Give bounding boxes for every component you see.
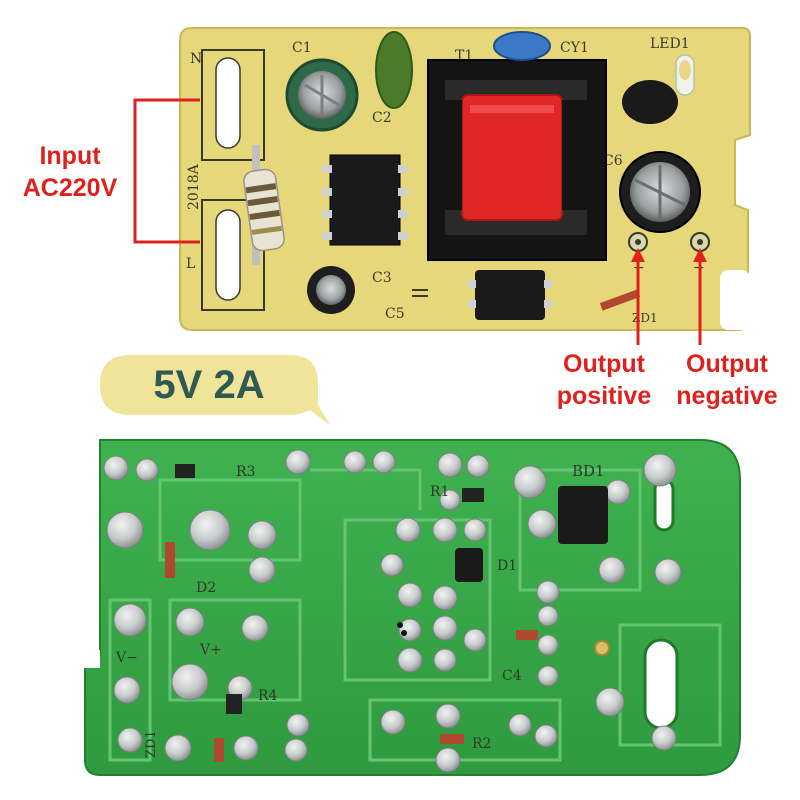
fuse-resistor bbox=[243, 145, 285, 265]
rating-badge-text: 5V 2A bbox=[153, 362, 265, 407]
silk-c3: C3 bbox=[372, 270, 392, 286]
silk-zd1-bottom: ZD1 bbox=[144, 730, 159, 758]
ic-chip-top bbox=[322, 154, 408, 246]
silk-d1: D1 bbox=[497, 558, 517, 574]
smd-components bbox=[165, 464, 610, 762]
zener-diode-top bbox=[599, 289, 641, 311]
capacitor-c3 bbox=[307, 266, 355, 314]
silk-bd1: BD1 bbox=[572, 462, 605, 480]
rating-badge bbox=[100, 355, 330, 425]
silk-n: N bbox=[190, 51, 202, 67]
silk-cy1: CY1 bbox=[560, 40, 589, 56]
output-negative-line2: negative bbox=[676, 382, 778, 410]
silk-v-minus: V− bbox=[115, 650, 138, 666]
capacitor-c2 bbox=[375, 31, 413, 109]
silk-d2: D2 bbox=[196, 580, 216, 596]
silk-r2: R2 bbox=[472, 736, 491, 752]
input-annotation-line1: Input bbox=[39, 142, 101, 170]
input-bracket bbox=[133, 98, 200, 244]
silk-c5: C5 bbox=[385, 306, 405, 322]
capacitor-cy1 bbox=[493, 31, 551, 61]
transformer-t1 bbox=[427, 59, 607, 261]
silk-l: L bbox=[186, 256, 195, 272]
silk-zd1-top: ZD1 bbox=[632, 311, 658, 325]
output-positive-line1: Output bbox=[563, 350, 645, 378]
silk-v-plus: V+ bbox=[199, 642, 222, 658]
silk-r4: R4 bbox=[258, 688, 278, 704]
diode-blob-top bbox=[622, 80, 678, 124]
capacitor-c5-symbol bbox=[412, 289, 428, 297]
output-negative-arrow bbox=[693, 248, 707, 345]
bottom-pcb-board bbox=[78, 439, 741, 776]
silk-c4: C4 bbox=[502, 668, 522, 684]
output-positive-arrow bbox=[631, 248, 645, 345]
output-negative-annotation: Output negative bbox=[664, 348, 790, 412]
silk-c2: C2 bbox=[372, 110, 392, 126]
silk-r1: R1 bbox=[430, 484, 449, 500]
silk-board-code: 2018A bbox=[186, 163, 202, 210]
output-negative-line1: Output bbox=[686, 350, 768, 378]
silk-c6: C6 bbox=[603, 153, 623, 169]
silk-c1: C1 bbox=[292, 40, 312, 56]
bridge-chip-top bbox=[468, 270, 552, 320]
input-annotation: Input AC220V bbox=[10, 140, 130, 204]
capacitor-c1 bbox=[285, 58, 359, 132]
led bbox=[675, 54, 695, 96]
silk-led1: LED1 bbox=[650, 36, 690, 52]
capacitor-c6 bbox=[619, 151, 701, 233]
output-positive-annotation: Output positive bbox=[545, 348, 663, 412]
input-annotation-line2: AC220V bbox=[22, 174, 118, 202]
silk-r3: R3 bbox=[236, 464, 255, 480]
solder-joints bbox=[103, 449, 682, 773]
output-positive-line2: positive bbox=[556, 382, 652, 410]
